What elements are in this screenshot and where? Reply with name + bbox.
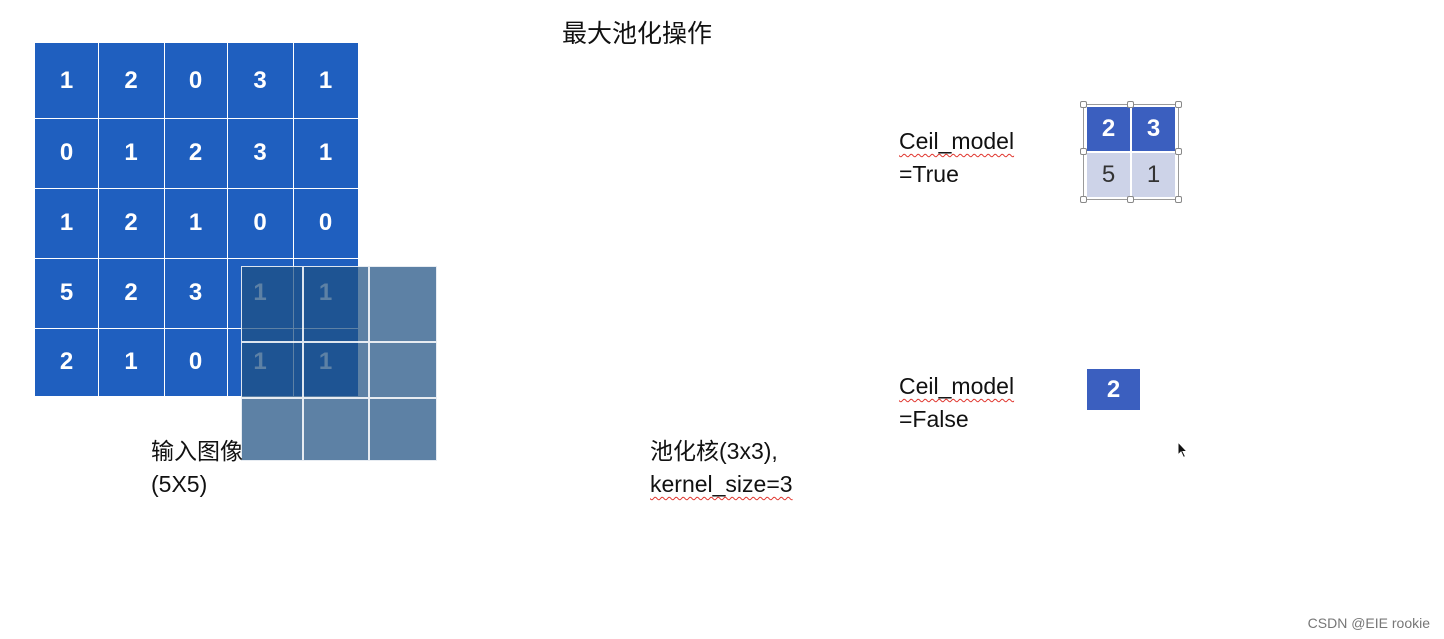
grid-line <box>35 118 358 119</box>
kernel-cell <box>241 342 303 398</box>
ceil-true-label-line1: Ceil_model <box>899 128 1015 154</box>
input-cell: 1 <box>318 139 333 166</box>
ceil-false-label: Ceil_model =False <box>899 370 1014 436</box>
input-cell: 0 <box>188 66 203 94</box>
grid-line <box>35 328 358 329</box>
grid-line <box>35 188 358 189</box>
input-cell: 2 <box>59 348 74 375</box>
input-label-line2: (5X5) <box>151 471 208 497</box>
kernel-cell <box>241 266 303 342</box>
kernel-label: 池化核(3x3), kernel_size=3 <box>650 435 793 501</box>
kernel-label-line1: 池化核(3x3), <box>650 438 778 464</box>
resize-handle[interactable] <box>1175 196 1182 203</box>
resize-handle[interactable] <box>1127 196 1134 203</box>
input-cell: 1 <box>124 348 138 375</box>
input-cell: 1 <box>59 66 74 94</box>
kernel-cell <box>369 342 437 398</box>
grid-line <box>98 43 99 396</box>
resize-handle[interactable] <box>1175 148 1182 155</box>
kernel-cell <box>303 266 369 342</box>
grid-line <box>164 43 165 396</box>
input-cell: 0 <box>188 348 203 375</box>
output-cell: 3 <box>1132 107 1175 151</box>
input-cell: 2 <box>188 139 203 166</box>
input-matrix: 1203101231121005231121011 <box>35 43 358 396</box>
kernel-cell <box>369 398 437 461</box>
input-cell: 0 <box>253 209 267 236</box>
kernel-cell <box>369 266 437 342</box>
kernel-label-line2: kernel_size=3 <box>650 471 793 497</box>
ceil-true-label: Ceil_model =True <box>899 125 1014 191</box>
input-cell: 0 <box>59 139 74 166</box>
resize-handle[interactable] <box>1080 101 1087 108</box>
grid-line <box>227 43 228 396</box>
input-label: 输入图像 (5X5) <box>151 435 243 501</box>
pooling-kernel-overlay <box>241 266 437 461</box>
input-cell: 2 <box>124 279 138 306</box>
output-cell: 1 <box>1132 153 1175 197</box>
mouse-pointer-icon <box>1177 441 1189 459</box>
output-ceil-true-table[interactable]: 2 3 5 1 <box>1087 107 1175 197</box>
input-cell: 1 <box>59 209 74 236</box>
input-cell: 1 <box>124 139 138 166</box>
input-cell: 0 <box>318 209 333 236</box>
ceil-false-label-line2: =False <box>899 406 969 432</box>
input-cell: 1 <box>188 209 203 236</box>
grid-line <box>293 43 294 396</box>
input-cell: 3 <box>253 66 267 94</box>
ceil-true-label-line2: =True <box>899 161 959 187</box>
watermark: CSDN @EIE rookie <box>1307 615 1430 631</box>
output-cell: 5 <box>1087 153 1130 197</box>
kernel-cell <box>303 342 369 398</box>
input-cell: 2 <box>124 209 138 236</box>
slide-title: 最大池化操作 <box>562 19 713 48</box>
input-cell: 5 <box>59 279 74 306</box>
input-cell: 1 <box>318 66 333 94</box>
resize-handle[interactable] <box>1175 101 1182 108</box>
input-cell: 3 <box>188 279 203 306</box>
input-label-line1: 输入图像 <box>151 438 243 464</box>
output-cell: 2 <box>1087 107 1130 151</box>
kernel-cell <box>241 398 303 461</box>
grid-line <box>35 258 358 259</box>
input-cell: 3 <box>253 139 267 166</box>
resize-handle[interactable] <box>1127 101 1134 108</box>
resize-handle[interactable] <box>1080 196 1087 203</box>
ceil-false-label-line1: Ceil_model <box>899 373 1015 399</box>
input-cell: 2 <box>124 66 138 94</box>
resize-handle[interactable] <box>1080 148 1087 155</box>
kernel-cell <box>303 398 369 461</box>
output-ceil-false-cell: 2 <box>1087 369 1140 410</box>
